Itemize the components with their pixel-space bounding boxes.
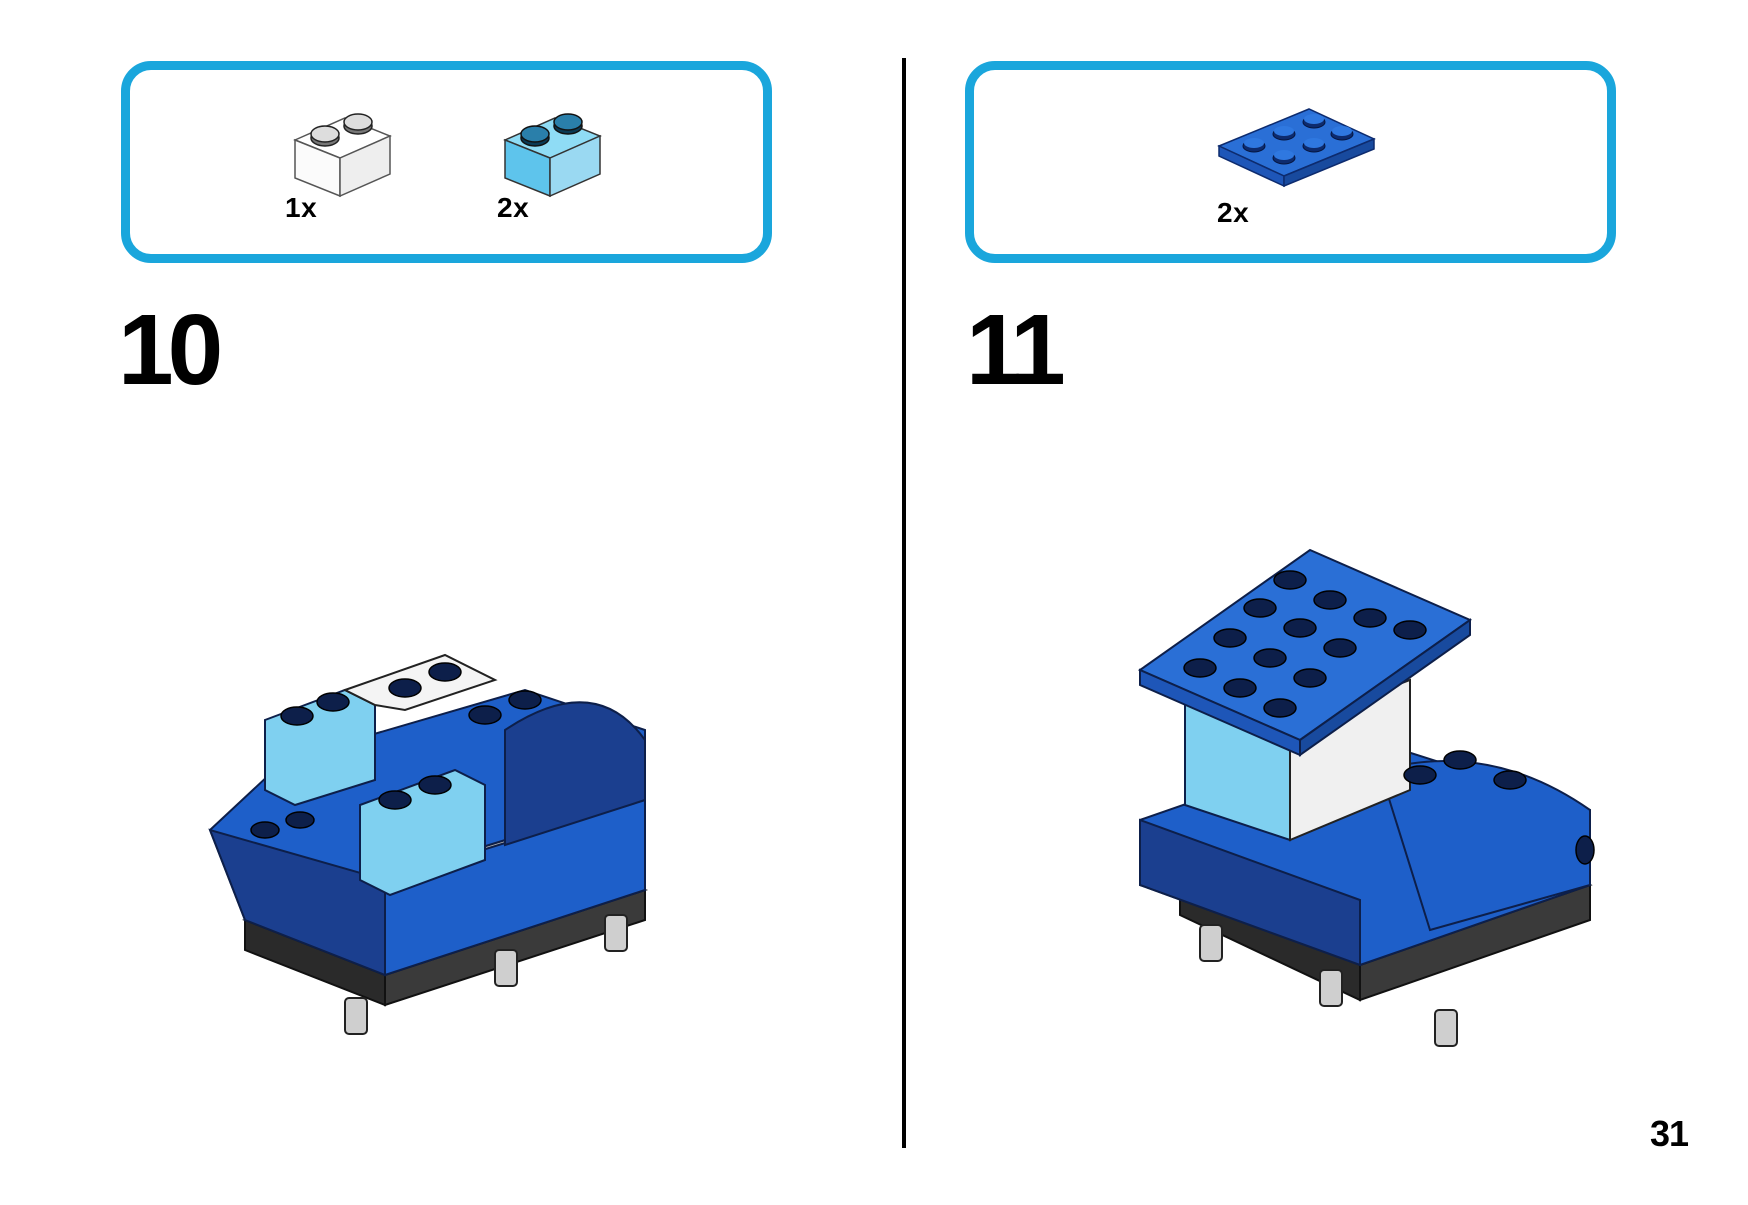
step-10-train-model-illustration — [208, 653, 649, 1035]
trans-clear-brick-icon — [293, 113, 392, 198]
blue-plate-icon — [1217, 108, 1376, 188]
step-number-11: 11 — [966, 294, 1066, 406]
part-qty-blue-plate: 2x — [1217, 197, 1250, 228]
page-divider — [902, 58, 906, 1148]
step-11-train-model-illustration — [1137, 548, 1595, 1047]
part-qty-trans-clear: 1x — [285, 192, 318, 223]
trans-light-blue-brick-icon — [503, 113, 602, 198]
parts-callout-step-11: 2x — [965, 61, 1616, 263]
parts-callout-step-10: 1x 2x — [121, 61, 772, 263]
page-number: 31 — [1649, 1113, 1689, 1154]
step-number-10: 10 — [118, 294, 223, 406]
part-qty-trans-light-blue: 2x — [497, 192, 530, 223]
